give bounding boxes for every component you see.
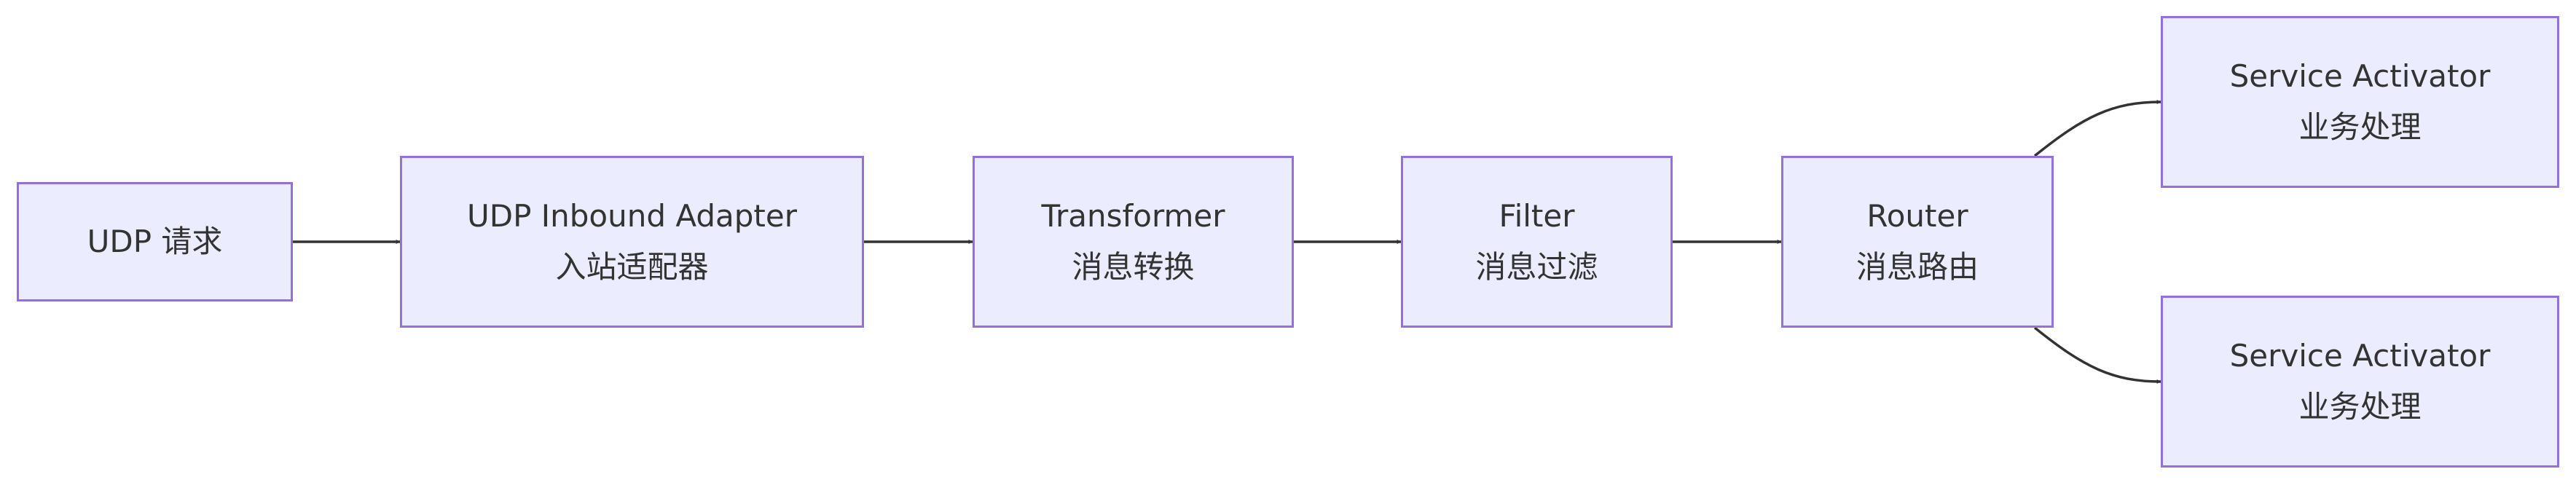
node-router-title: Router bbox=[1866, 198, 1968, 234]
node-service-activator-top-title: Service Activator bbox=[2229, 58, 2491, 94]
node-service-activator-bottom-title: Service Activator bbox=[2229, 338, 2491, 374]
node-router: Router 消息路由 bbox=[1781, 156, 2054, 328]
node-router-subtitle: 消息路由 bbox=[1856, 249, 1979, 285]
node-service-activator-bottom-subtitle: 业务处理 bbox=[2298, 389, 2422, 425]
node-filter-title: Filter bbox=[1499, 198, 1575, 234]
node-udp-request: UDP 请求 bbox=[17, 182, 293, 301]
node-udp-request-label: UDP 请求 bbox=[87, 224, 223, 259]
edge-router-to-activator-bottom bbox=[2033, 326, 2161, 384]
node-transformer: Transformer 消息转换 bbox=[973, 156, 1294, 328]
node-transformer-subtitle: 消息转换 bbox=[1072, 249, 1195, 285]
node-udp-inbound-adapter-subtitle: 入站适配器 bbox=[555, 249, 709, 285]
node-transformer-title: Transformer bbox=[1041, 198, 1225, 234]
node-filter: Filter 消息过滤 bbox=[1401, 156, 1673, 328]
node-service-activator-bottom: Service Activator 业务处理 bbox=[2161, 296, 2559, 468]
node-udp-inbound-adapter-title: UDP Inbound Adapter bbox=[467, 198, 797, 234]
node-service-activator-top-subtitle: 业务处理 bbox=[2298, 109, 2422, 145]
node-udp-inbound-adapter: UDP Inbound Adapter 入站适配器 bbox=[400, 156, 864, 328]
node-filter-subtitle: 消息过滤 bbox=[1475, 249, 1598, 285]
node-service-activator-top: Service Activator 业务处理 bbox=[2161, 16, 2559, 188]
edge-router-to-activator-top bbox=[2033, 100, 2161, 157]
